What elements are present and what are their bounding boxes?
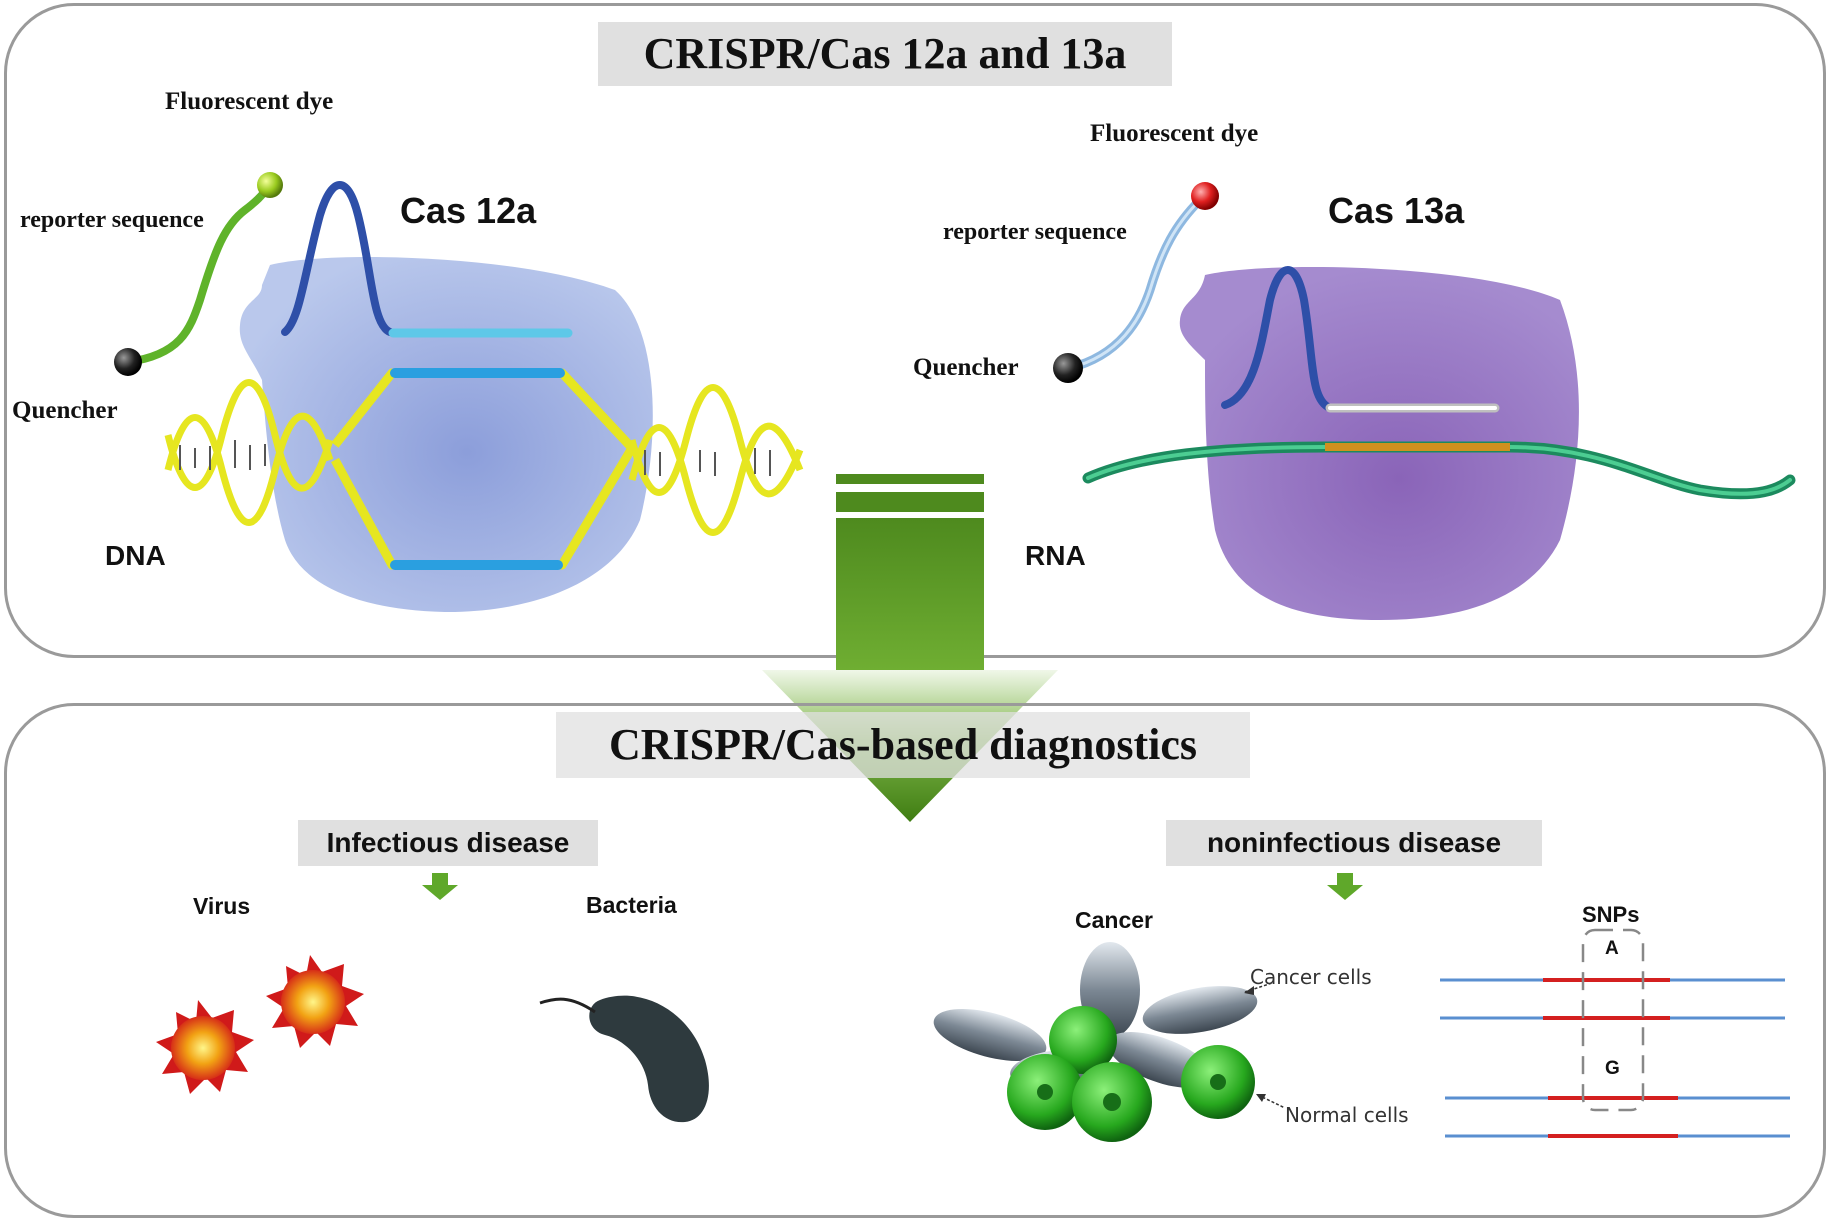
virus-label: Virus (193, 893, 251, 919)
cas12a-reporter (124, 184, 272, 366)
cas12a-name: Cas 12a (400, 190, 537, 231)
dna-helix-right (628, 384, 804, 536)
dna-label: DNA (105, 540, 166, 571)
cancer-label: Cancer (1075, 907, 1153, 933)
cas12a-protein (239, 257, 653, 612)
snp-diagram (1440, 928, 1790, 1138)
cas12a-dye-label: Fluorescent dye (165, 88, 334, 115)
cas13a-name: Cas 13a (1328, 190, 1465, 231)
normal-cells-cluster (1007, 1006, 1255, 1142)
snps-label: SNPs (1582, 902, 1640, 927)
allele-g-label: G (1605, 1058, 1620, 1079)
cas13a-dye-label: Fluorescent dye (1090, 120, 1259, 147)
cas12a-reporter-label: reporter sequence (20, 207, 204, 233)
cas12a-dye-ball (257, 172, 283, 198)
infectious-disease-label: Infectious disease (298, 820, 598, 866)
top-title: CRISPR/Cas 12a and 13a (598, 22, 1172, 86)
cas13a-reporter-label: reporter sequence (943, 219, 1127, 245)
bacteria-label: Bacteria (586, 892, 677, 918)
allele-a-label: A (1605, 938, 1619, 959)
virus-particle-1 (156, 1000, 254, 1094)
cas12a-quencher-label: Quencher (12, 397, 118, 424)
virus-particle-2 (266, 955, 364, 1048)
small-arrow-noninfectious (1327, 873, 1363, 900)
cas12a-quencher-ball (114, 348, 142, 376)
cas12a-crrna (281, 181, 394, 336)
cas13a-quencher-ball (1053, 353, 1083, 383)
cas13a-quencher-label: Quencher (913, 354, 1019, 381)
cas13a-crrna (1221, 266, 1334, 412)
small-arrow-infectious (422, 873, 458, 900)
bacterium (589, 995, 709, 1123)
rna-label: RNA (1025, 540, 1086, 571)
noninfectious-disease-label: noninfectious disease (1166, 820, 1542, 866)
bottom-title: CRISPR/Cas-based diagnostics (556, 712, 1250, 778)
dna-helix-left (164, 379, 334, 526)
diagnostics-panel (4, 703, 1826, 1218)
cas13a-dye-ball (1191, 182, 1219, 210)
normal-cells-label: Normal cells (1285, 1103, 1409, 1127)
cancer-cells-label: Cancer cells (1250, 965, 1372, 989)
